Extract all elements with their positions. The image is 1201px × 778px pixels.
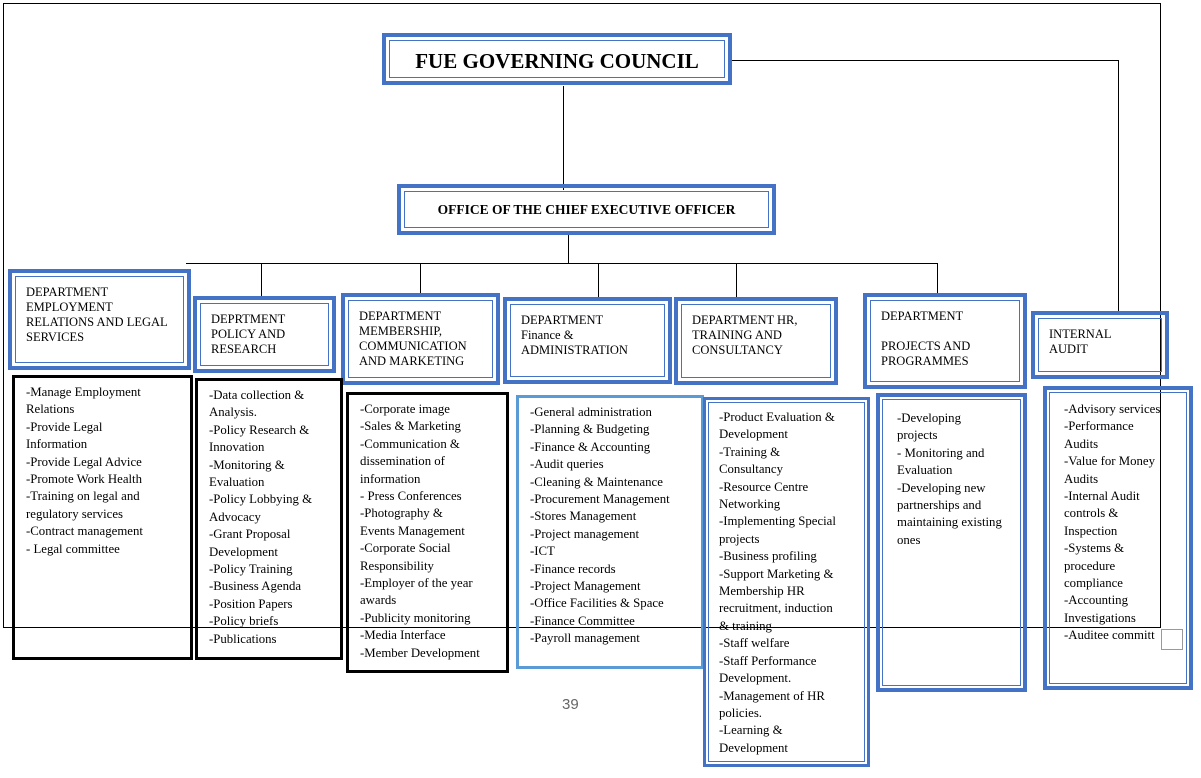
connector-bus [186, 263, 938, 264]
dept-policy-research-box: DEPRTMENT POLICY AND RESEARCH [193, 296, 336, 373]
connector-drop-3 [420, 263, 421, 295]
ceo-office-title: OFFICE OF THE CHIEF EXECUTIVE OFFICER [404, 191, 769, 228]
dept-membership-box: DEPARTMENT MEMBERSHIP, COMMUNICATION AND… [341, 293, 500, 385]
duties-policy-research: -Data collection & Analysis. -Policy Res… [195, 378, 343, 660]
dept-hr-training-box: DEPARTMENT HR, TRAINING AND CONSULTANCY [674, 297, 838, 385]
dept-membership-label: DEPARTMENT MEMBERSHIP, COMMUNICATION AND… [348, 300, 493, 378]
dept-finance-admin-box: DEPARTMENT Finance & ADMINISTRATION [503, 297, 672, 384]
page-number: 39 [562, 696, 579, 713]
connector-drop-6 [937, 263, 938, 296]
diagram-frame [3, 3, 1161, 628]
connector-council-audit-down [1118, 60, 1119, 313]
connector-ceo-bus [568, 233, 569, 263]
dept-policy-research-label: DEPRTMENT POLICY AND RESEARCH [200, 303, 329, 366]
dept-internal-audit-box: INTERNAL AUDIT [1031, 311, 1169, 379]
duties-finance-admin: -General administration -Planning & Budg… [516, 395, 704, 669]
duties-hr-training-box: -Product Evaluation & Development -Train… [703, 397, 870, 767]
duties-membership: -Corporate image -Sales & Marketing -Com… [346, 392, 509, 673]
dept-employment-relations-box: DEPARTMENT EMPLOYMENT RELATIONS AND LEGA… [8, 269, 191, 370]
dept-internal-audit-label: INTERNAL AUDIT [1038, 318, 1162, 372]
dept-projects-box: DEPARTMENT PROJECTS AND PROGRAMMES [863, 293, 1027, 389]
dept-projects-label: DEPARTMENT PROJECTS AND PROGRAMMES [870, 300, 1020, 382]
connector-drop-4 [598, 263, 599, 299]
dept-hr-training-label: DEPARTMENT HR, TRAINING AND CONSULTANCY [681, 304, 831, 378]
connector-council-ceo [563, 86, 564, 190]
duties-projects: -Developing projects - Monitoring and Ev… [882, 399, 1021, 686]
connector-drop-5 [736, 263, 737, 299]
dept-finance-admin-label: DEPARTMENT Finance & ADMINISTRATION [510, 304, 665, 377]
governing-council-title: FUE GOVERNING COUNCIL [389, 40, 725, 78]
connector-drop-2 [261, 263, 262, 298]
governing-council-box: FUE GOVERNING COUNCIL [382, 33, 732, 85]
duties-employment-relations: -Manage Employment Relations -Provide Le… [12, 375, 193, 660]
connector-council-audit-top [732, 60, 1119, 61]
small-square-icon [1161, 629, 1183, 650]
duties-projects-box: -Developing projects - Monitoring and Ev… [876, 393, 1027, 692]
ceo-office-box: OFFICE OF THE CHIEF EXECUTIVE OFFICER [397, 184, 776, 235]
duties-hr-training: -Product Evaluation & Development -Train… [708, 402, 865, 762]
dept-employment-relations-label: DEPARTMENT EMPLOYMENT RELATIONS AND LEGA… [15, 276, 184, 363]
duties-internal-audit: -Advisory services -Performance Audits -… [1049, 392, 1187, 684]
duties-internal-audit-box: -Advisory services -Performance Audits -… [1043, 386, 1193, 690]
